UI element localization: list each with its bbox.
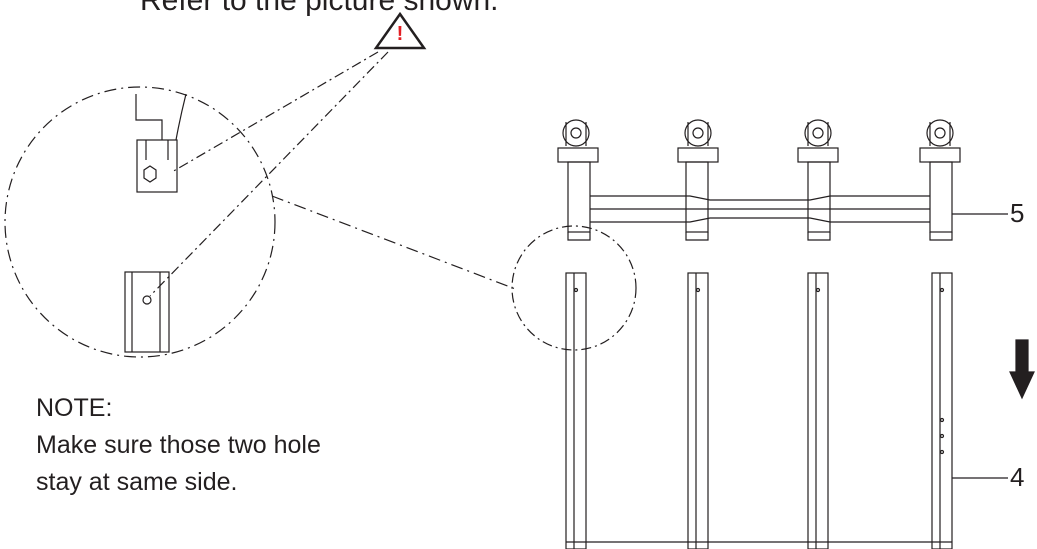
note-title: NOTE: [36, 394, 113, 422]
callout-label-4: 4 [1010, 462, 1025, 492]
svg-text:!: ! [397, 23, 404, 45]
leader-line [171, 51, 379, 173]
callout-label-5: 5 [1010, 198, 1025, 228]
detail-link-line [271, 195, 519, 291]
leader-line [149, 51, 389, 297]
instruction-text: Refer to the picture shown. [140, 0, 499, 17]
magnify-circle [511, 225, 637, 351]
detail-circle [4, 86, 276, 358]
warning-triangle-icon: ! [373, 11, 427, 50]
note-line: stay at same side. [36, 468, 238, 496]
caster-wheel [919, 119, 961, 163]
caster-wheel [797, 119, 839, 163]
down-arrow-icon [1009, 339, 1035, 400]
upper-frame-assembly [557, 119, 1008, 241]
note-line: Make sure those two hole [36, 431, 321, 459]
caster-wheel [677, 119, 719, 163]
caster-wheel [557, 119, 599, 163]
note-block: NOTE: Make sure those two hole stay at s… [36, 390, 321, 501]
lower-frame-assembly [565, 272, 1008, 549]
